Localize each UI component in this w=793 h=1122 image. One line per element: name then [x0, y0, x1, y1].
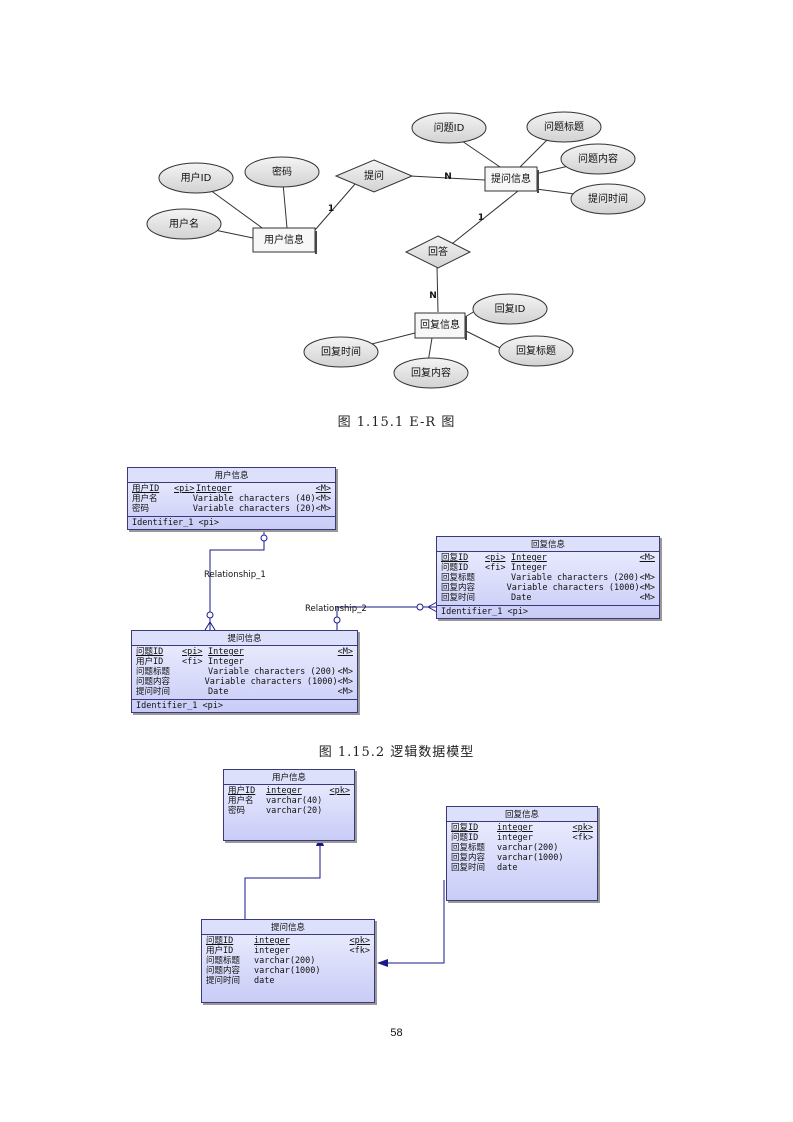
rel-answer-label: 回答 — [428, 245, 448, 258]
logical-user-identifier: Identifier_1 <pi> — [128, 516, 335, 529]
attr-question-title-label: 问题标题 — [544, 120, 584, 133]
logical-question-title: 提问信息 — [132, 631, 357, 646]
logical-reply-title: 回复信息 — [437, 537, 659, 552]
physical-reply-title: 回复信息 — [447, 807, 597, 822]
physical-user-title: 用户信息 — [224, 770, 354, 785]
attr-user-id-label: 用户ID — [181, 171, 212, 184]
attr-reply-id-label: 回复ID — [495, 302, 526, 315]
entity-reply-label: 回复信息 — [420, 318, 460, 331]
attr-reply-time-label: 回复时间 — [321, 345, 361, 358]
physical-question-title: 提问信息 — [202, 920, 374, 935]
entity-user-box — [252, 227, 316, 253]
attr-ask-time — [570, 183, 646, 215]
er-diagram: 用户ID 密码 用户名 问题ID 问题标题 问题内容 提问时间 回复ID 回复标… — [146, 111, 646, 389]
attr-username — [146, 208, 222, 240]
table-row: 问题ID<pi>Integer<M> — [136, 647, 353, 657]
attr-reply-title-label: 回复标题 — [516, 344, 556, 357]
attr-question-id-label: 问题ID — [434, 121, 465, 134]
attr-username-label: 用户名 — [169, 217, 199, 230]
entity-question-label: 提问信息 — [491, 172, 531, 185]
entity-reply-box — [414, 312, 466, 339]
rel-ask-label: 提问 — [364, 169, 384, 182]
rel-answer-diamond — [404, 235, 472, 269]
attr-question-title — [526, 111, 602, 143]
logical-question-identifier: Identifier_1 <pi> — [132, 699, 357, 712]
figure-caption-er: 图 1.15.1 E-R 图 — [337, 415, 456, 430]
card-answer-reply: N — [429, 291, 437, 301]
table-row: 问题ID<fi>Integer — [441, 563, 547, 573]
page-number: 58 — [390, 1027, 403, 1039]
table-row: 用户ID<fi>Integer — [136, 657, 244, 667]
physical-connectors — [244, 835, 445, 967]
logical-reply-table: 回复信息 回复ID<pi>Integer<M> 问题ID<fi>Integer … — [436, 536, 660, 619]
attr-password-label: 密码 — [272, 165, 292, 178]
attr-ask-time-label: 提问时间 — [588, 192, 628, 205]
rel-ask-diamond — [334, 159, 414, 193]
attr-reply-content — [393, 357, 469, 389]
attr-question-content-label: 问题内容 — [578, 152, 618, 165]
attr-question-id — [411, 112, 487, 144]
attr-user-id — [158, 162, 234, 194]
relationship-2-label: Relationship_2 — [305, 604, 367, 614]
relationship-1-label: Relationship_1 — [204, 570, 266, 580]
table-row: 用户ID<pi>Integer<M> — [132, 484, 331, 494]
logical-reply-identifier: Identifier_1 <pi> — [437, 605, 659, 618]
entity-user-label: 用户信息 — [264, 233, 304, 246]
attr-reply-id — [472, 293, 548, 325]
attr-reply-title — [498, 335, 574, 367]
figure-caption-logical: 图 1.15.2 逻辑数据模型 — [318, 745, 475, 760]
attr-question-content — [560, 143, 636, 175]
logical-question-table: 提问信息 问题ID<pi>Integer<M> 用户ID<fi>Integer … — [131, 630, 358, 713]
attr-reply-content-label: 回复内容 — [411, 366, 451, 379]
card-ask-question: N — [444, 172, 452, 182]
card-ask-user: 1 — [328, 204, 334, 214]
table-row: 回复ID<pi>Integer<M> — [441, 553, 655, 563]
card-answer-question: 1 — [478, 213, 484, 223]
logical-connectors: Relationship_1 Relationship_2 — [204, 530, 438, 631]
attr-password — [244, 156, 320, 188]
arrow-to-question — [377, 959, 388, 967]
attr-reply-time — [303, 336, 379, 368]
logical-user-title: 用户信息 — [128, 468, 335, 483]
